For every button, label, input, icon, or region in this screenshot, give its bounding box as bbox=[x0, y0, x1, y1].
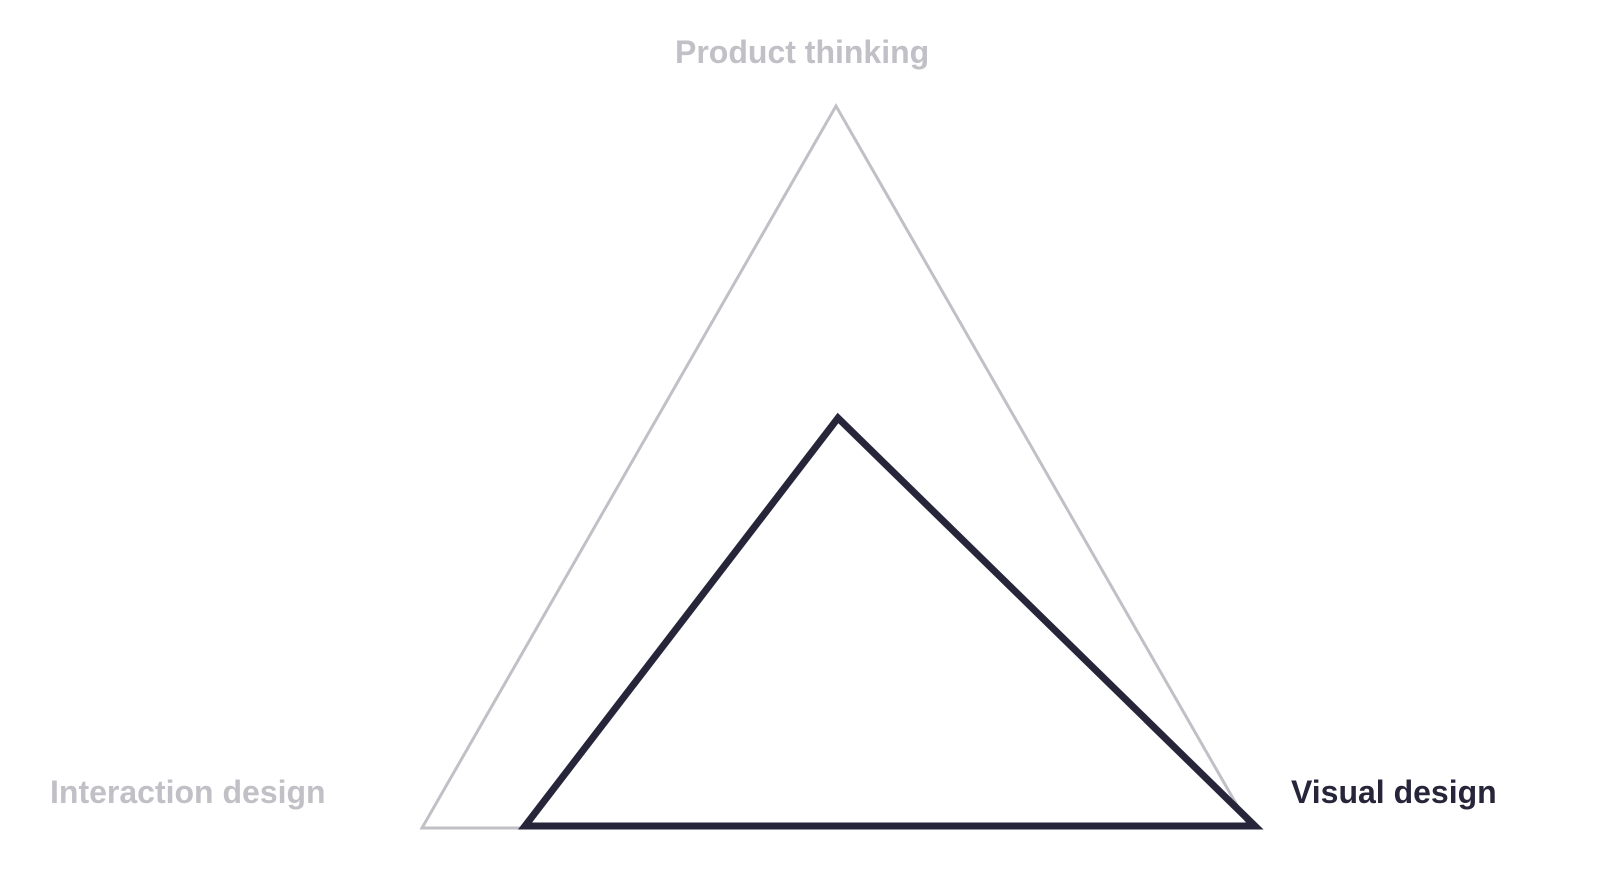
outer-triangle bbox=[419, 102, 1253, 830]
visual-design-label: Visual design bbox=[1291, 774, 1497, 810]
inner-triangle bbox=[517, 412, 1264, 830]
interaction-design-label: Interaction design bbox=[50, 774, 326, 810]
product-thinking-label: Product thinking bbox=[675, 34, 930, 70]
